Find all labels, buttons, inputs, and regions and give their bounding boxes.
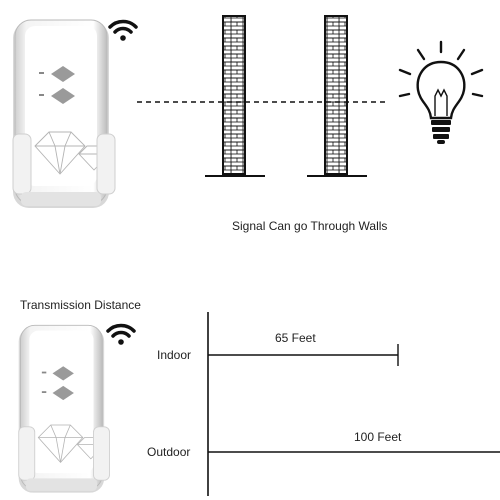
outdoor-distance-label: 100 Feet [354,430,402,444]
wifi-signal-icon [106,323,136,345]
remote-control-icon [12,19,116,208]
walls-diagram [137,15,385,177]
distance-diagram [207,312,500,496]
remote-control-icon [18,324,110,493]
light-bulb-icon [398,40,484,144]
walls-caption: Signal Can go Through Walls [232,219,388,233]
indoor-label: Indoor [157,348,192,362]
brick-wall-icon [205,15,265,177]
brick-wall-icon [307,15,367,177]
outdoor-label: Outdoor [147,445,191,459]
indoor-distance-label: 65 Feet [275,331,316,345]
wifi-signal-icon [108,19,138,41]
transmission-distance-title: Transmission Distance [20,298,141,312]
